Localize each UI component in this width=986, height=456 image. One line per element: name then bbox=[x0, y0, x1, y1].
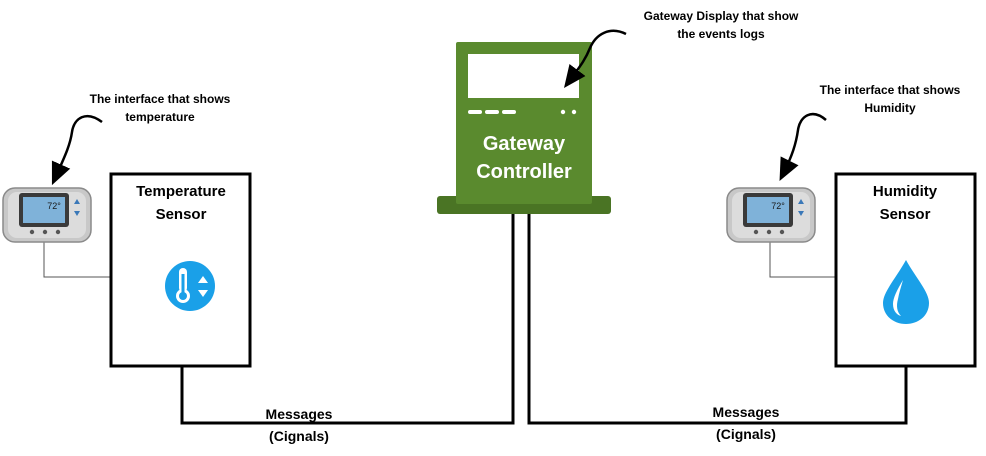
callout-arrows bbox=[51, 29, 827, 186]
wire-thermostat-right bbox=[769, 242, 836, 278]
thermostat-right-reading: 72° bbox=[771, 201, 785, 211]
humidity-sensor-label-line1: Humidity bbox=[873, 183, 938, 200]
water-drop-icon bbox=[883, 260, 929, 324]
thermostat-right: 72° bbox=[726, 187, 816, 243]
temperature-sensor-label-line1: Temperature bbox=[136, 183, 226, 200]
connection-wires bbox=[180, 212, 908, 425]
controller-label-line1: Gateway bbox=[483, 133, 566, 155]
arrow-humidity-interface bbox=[779, 112, 827, 181]
wire-temp-to-controller bbox=[180, 212, 515, 425]
temp-interface-annotation-line1: The interface that shows bbox=[90, 92, 231, 106]
humidity-sensor-label-line2: Sensor bbox=[880, 206, 931, 223]
messages-left-line2: (Cignals) bbox=[269, 428, 329, 444]
temperature-sensor-label-line2: Sensor bbox=[156, 206, 207, 223]
gateway-controller: Gateway Controller bbox=[437, 42, 611, 214]
gateway-display-annotation-line2: the events logs bbox=[677, 27, 765, 41]
gateway-display-annotation-line1: Gateway Display that show bbox=[644, 9, 799, 23]
humidity-interface-annotation-line2: Humidity bbox=[864, 101, 916, 115]
temp-interface-annotation-line2: temperature bbox=[125, 110, 195, 124]
interface-wires bbox=[43, 242, 836, 278]
controller-label-line2: Controller bbox=[476, 161, 572, 183]
messages-left-line1: Messages bbox=[266, 406, 333, 422]
thermostat-left-reading: 72° bbox=[47, 201, 61, 211]
arrow-gateway-display bbox=[564, 29, 627, 89]
gateway-display-screen bbox=[468, 54, 579, 98]
messages-right-line1: Messages bbox=[713, 404, 780, 420]
humidity-interface-annotation-line1: The interface that shows bbox=[820, 83, 961, 97]
thermometer-icon bbox=[165, 261, 215, 311]
humidity-sensor: Humidity Sensor bbox=[834, 172, 977, 368]
thermostat-left: 72° bbox=[2, 187, 92, 243]
controller-buttons bbox=[468, 109, 577, 115]
wire-humidity-to-controller bbox=[527, 212, 908, 425]
arrow-temp-interface bbox=[51, 114, 103, 186]
messages-right-line2: (Cignals) bbox=[716, 426, 776, 442]
temperature-sensor: Temperature Sensor bbox=[109, 172, 252, 368]
wire-thermostat-left bbox=[43, 242, 111, 278]
